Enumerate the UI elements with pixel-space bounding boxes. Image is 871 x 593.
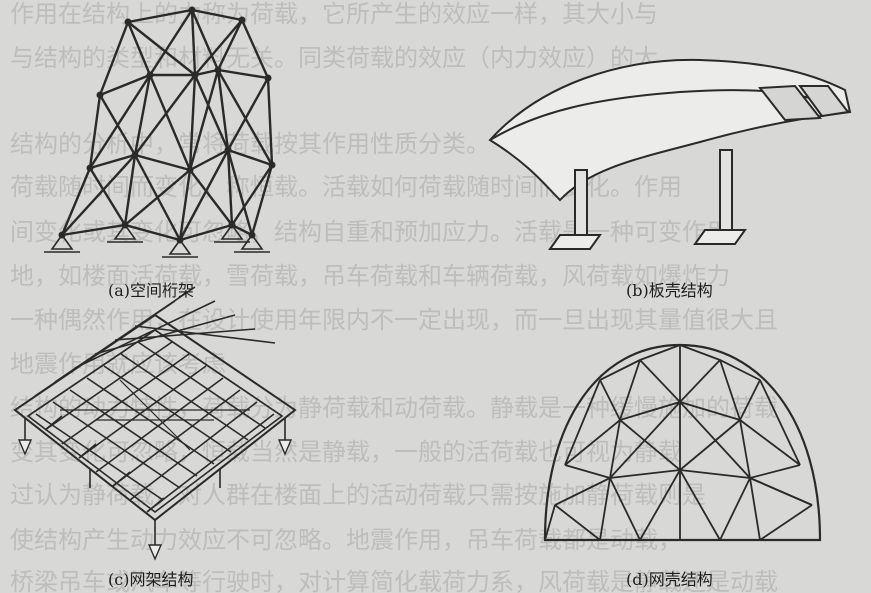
caption-a: (a)空间桁架 bbox=[108, 281, 195, 300]
caption-c: (c)网架结构 bbox=[108, 570, 194, 589]
space-truss-diagram bbox=[44, 6, 276, 258]
svg-text:与结构的类型和材料无关。同类荷载的效应（内力效应）的大: 与结构的类型和材料无关。同类荷载的效应（内力效应）的大 bbox=[10, 44, 658, 72]
svg-text:结构的分析中，常将荷载按其作用性质分类。: 结构的分析中，常将荷载按其作用性质分类。 bbox=[10, 130, 490, 158]
caption-d: (d)网壳结构 bbox=[626, 570, 713, 589]
pin-support-icon bbox=[44, 223, 270, 258]
plate-shell-diagram bbox=[488, 58, 852, 250]
svg-text:地，如楼面活荷载，雪荷载，吊车荷载和车辆荷载，风荷载如爆炸力: 地，如楼面活荷载，雪荷载，吊车荷载和车辆荷载，风荷载如爆炸力 bbox=[10, 262, 730, 290]
reticulated-shell-diagram bbox=[543, 343, 822, 542]
space-grid-diagram bbox=[13, 286, 297, 561]
svg-text:作用在结构上的力称为荷载，它所产生的效应一样，其大小与: 作用在结构上的力称为荷载，它所产生的效应一样，其大小与 bbox=[10, 0, 658, 28]
svg-text:过认为静荷载，对人群在楼面上的活动荷载只需按施加静荷载则是: 过认为静荷载，对人群在楼面上的活动荷载只需按施加静荷载则是 bbox=[10, 481, 706, 509]
caption-b: (b)板壳结构 bbox=[626, 281, 713, 300]
svg-text:一种偶然作用，在设计使用年限内不一定出现，而一旦出现其量值很: 一种偶然作用，在设计使用年限内不一定出现，而一旦出现其量值很大且 bbox=[10, 306, 778, 334]
svg-text:桥梁吊车或汽车等行驶时，对计算简化载荷力系，风荷载是静载还是: 桥梁吊车或汽车等行驶时，对计算简化载荷力系，风荷载是静载还是动载 bbox=[10, 568, 778, 593]
